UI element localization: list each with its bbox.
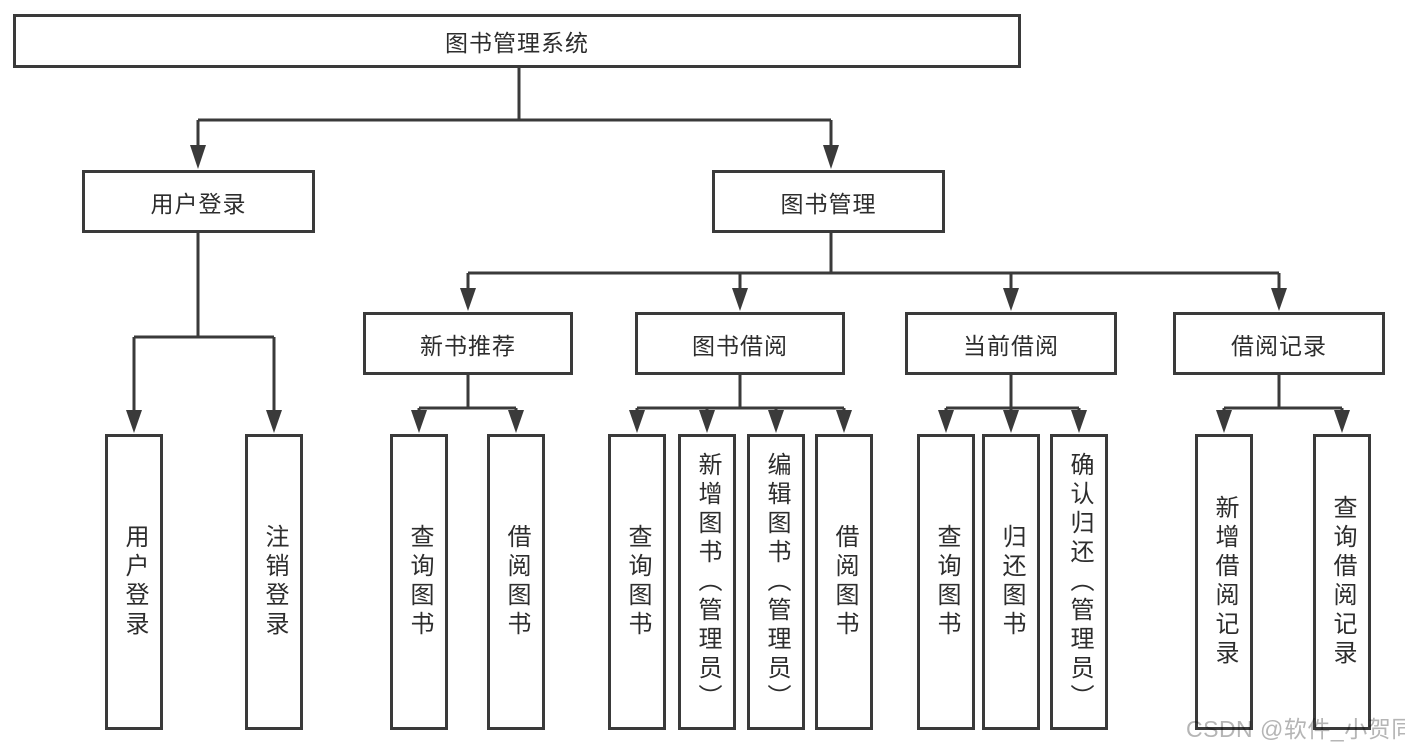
node-borrowing-records: 借阅记录 [1173, 312, 1385, 375]
node-book-borrowing: 图书借阅 [635, 312, 845, 375]
node-library-management-system: 图书管理系统 [13, 14, 1021, 68]
leaf-borrowing-query-books: 查询图书 [608, 434, 666, 730]
node-label: 新增借阅记录 [1211, 495, 1238, 669]
node-label: 归还图书 [998, 524, 1025, 640]
leaf-borrowing-edit-books-admin: 编辑图书（管理员） [747, 434, 805, 730]
node-label: 借阅图书 [831, 524, 858, 640]
leaf-current-return-books: 归还图书 [982, 434, 1040, 730]
leaf-borrowing-add-books-admin: 新增图书（管理员） [678, 434, 736, 730]
node-label: 新增图书（管理员） [694, 451, 721, 713]
leaf-records-add-borrow-record: 新增借阅记录 [1195, 434, 1253, 730]
node-label: 编辑图书（管理员） [763, 451, 790, 713]
node-label: 查询图书 [406, 524, 433, 640]
csdn-watermark: CSDN @软件_小贺同学 [1186, 716, 1405, 742]
node-new-book-recommendation: 新书推荐 [363, 312, 573, 375]
node-label: 查询借阅记录 [1329, 495, 1356, 669]
leaf-user-login: 用户登录 [105, 434, 163, 730]
node-label: 用户登录 [121, 524, 148, 640]
leaf-recommend-borrow-books: 借阅图书 [487, 434, 545, 730]
leaf-current-query-books: 查询图书 [917, 434, 975, 730]
leaf-records-query-borrow-record: 查询借阅记录 [1313, 434, 1371, 730]
leaf-current-confirm-return-admin: 确认归还（管理员） [1050, 434, 1108, 730]
leaf-recommend-query-books: 查询图书 [390, 434, 448, 730]
node-user-login: 用户登录 [82, 170, 315, 233]
node-label: 查询图书 [933, 524, 960, 640]
node-label: 借阅图书 [503, 524, 530, 640]
node-label: 确认归还（管理员） [1066, 451, 1093, 713]
node-label: 注销登录 [261, 524, 288, 640]
node-current-borrowing: 当前借阅 [905, 312, 1117, 375]
leaf-borrowing-borrow-books: 借阅图书 [815, 434, 873, 730]
leaf-logout-login: 注销登录 [245, 434, 303, 730]
node-label: 查询图书 [624, 524, 651, 640]
node-book-management: 图书管理 [712, 170, 945, 233]
